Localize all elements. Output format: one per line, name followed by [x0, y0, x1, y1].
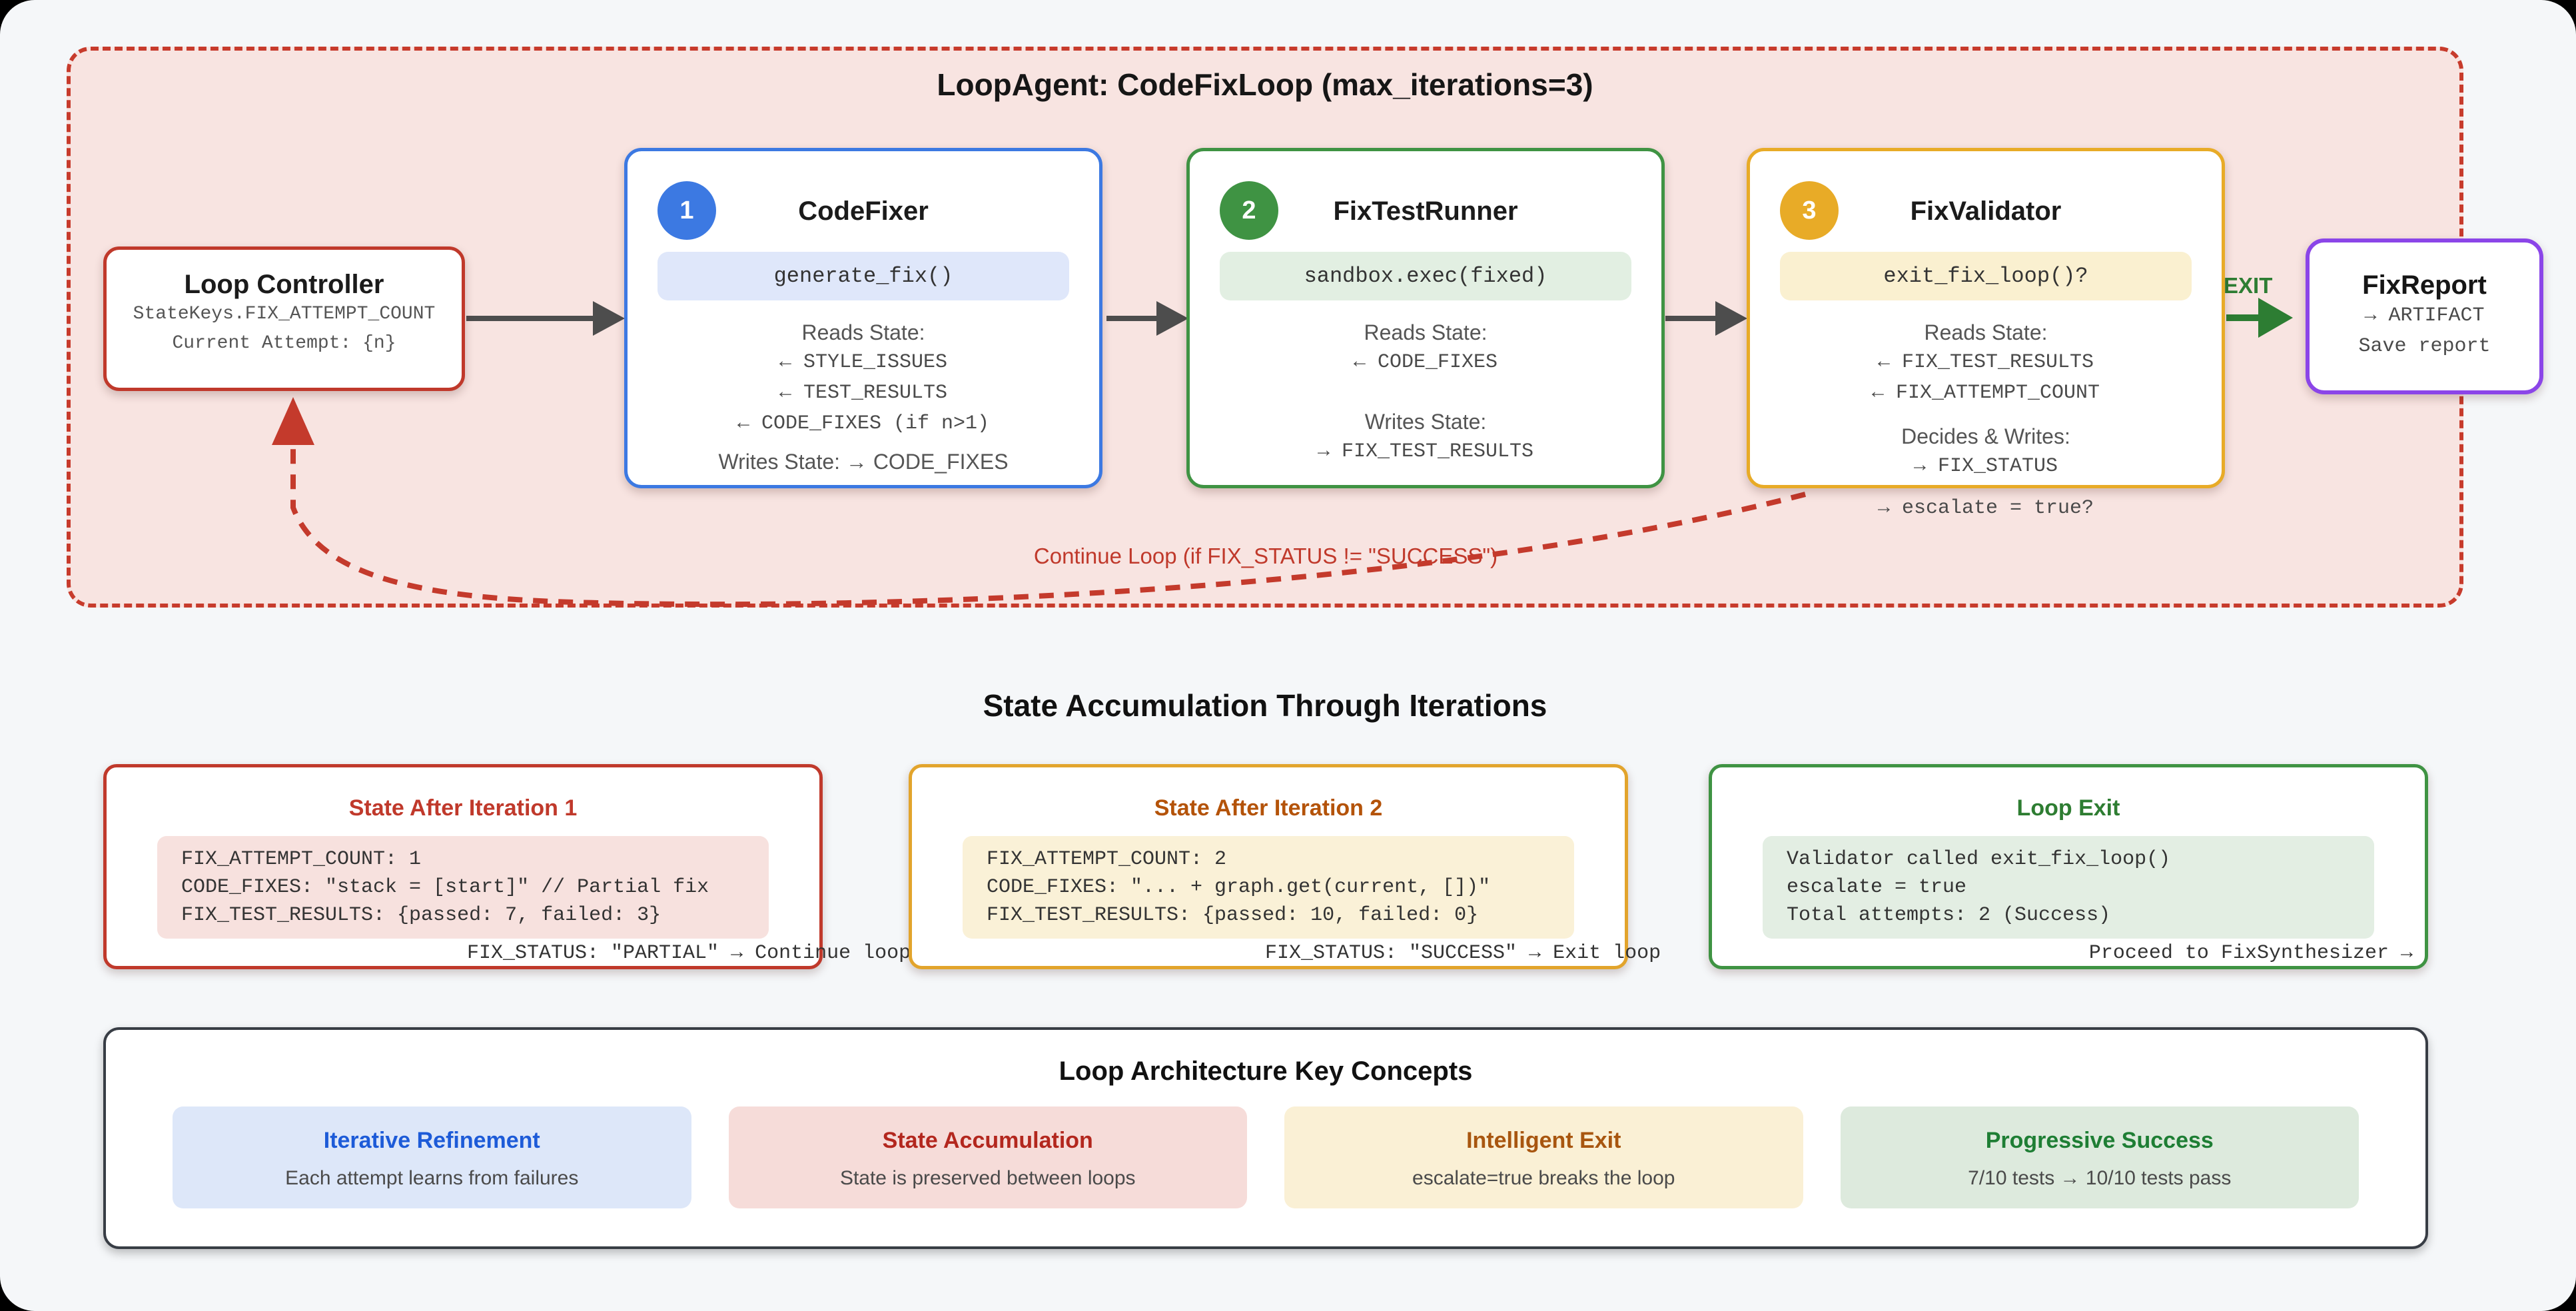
key-concepts-cards: Iterative Refinement Each attempt learns… — [106, 1087, 2425, 1208]
code-line: CODE_FIXES: "stack = [start]" // Partial… — [181, 876, 709, 899]
state-iteration-1-title: State After Iteration 1 — [348, 795, 578, 821]
loop-controller-box: Loop Controller StateKeys.FIX_ATTEMPT_CO… — [103, 246, 465, 391]
arrowhead-testrunner — [1156, 301, 1188, 336]
fixreport-save: Save report — [2358, 335, 2491, 358]
concept-card-subtitle: escalate=true breaks the loop — [1412, 1167, 1675, 1189]
fixreport-title: FixReport — [2362, 270, 2487, 300]
exit-arrowhead — [2258, 298, 2293, 338]
concept-card-subtitle: Each attempt learns from failures — [285, 1167, 579, 1189]
codefixer-reads-label: Reads State: — [801, 320, 925, 344]
state-iteration-2-status: FIX_STATUS: "SUCCESS" → Exit loop — [1265, 942, 1661, 965]
loop-exit-box: Loop Exit Validator called exit_fix_loop… — [1709, 764, 2428, 969]
codefixer-box: 1 CodeFixer generate_fix() Reads State: … — [624, 148, 1102, 488]
loop-controller-statekey: StateKeys.FIX_ATTEMPT_COUNT — [133, 304, 436, 324]
code-line: Validator called exit_fix_loop() — [1787, 848, 2171, 871]
fixvalidator-box: 3 FixValidator exit_fix_loop()? Reads St… — [1747, 148, 2225, 520]
code-line: CODE_FIXES: "... + graph.get(current, []… — [987, 876, 1491, 899]
code-line: FIX_TEST_RESULTS: {passed: 7, failed: 3} — [181, 904, 661, 927]
arrow-controller-to-codefixer — [466, 316, 594, 321]
concept-card-subtitle: 7/10 tests → 10/10 tests pass — [1968, 1167, 2232, 1189]
state-iteration-2-box: State After Iteration 2 FIX_ATTEMPT_COUN… — [909, 764, 1661, 969]
loop-controller-title: Loop Controller — [184, 270, 384, 299]
fixvalidator-read-item: ← FIX_ATTEMPT_COUNT — [1871, 382, 2100, 404]
key-concepts-heading: Loop Architecture Key Concepts — [1059, 1057, 1473, 1086]
loop-controller-attempt: Current Attempt: {n} — [172, 333, 396, 354]
continue-loop-label: Continue Loop (if FIX_STATUS != "SUCCESS… — [1033, 544, 1498, 568]
concept-card-iterative-refinement: Iterative Refinement Each attempt learns… — [173, 1106, 691, 1208]
fixtestrunner-method: sandbox.exec(fixed) — [1220, 252, 1631, 300]
state-iteration-2-title: State After Iteration 2 — [1154, 795, 1383, 821]
fixvalidator-title: FixValidator — [1910, 197, 2062, 226]
concept-card-subtitle: State is preserved between loops — [839, 1167, 1136, 1189]
step-badge-2: 2 — [1220, 181, 1278, 240]
concept-card-progressive-success: Progressive Success 7/10 tests → 10/10 t… — [1840, 1106, 2359, 1208]
fixvalidator-reads-label: Reads State: — [1924, 320, 2048, 344]
fixtestrunner-writes-label: Writes State: — [1364, 410, 1487, 434]
codefixer-read-item: ← STYLE_ISSUES — [779, 351, 948, 374]
loop-agent-title: LoopAgent: CodeFixLoop (max_iterations=3… — [937, 67, 1593, 102]
code-line: FIX_TEST_RESULTS: {passed: 10, failed: 0… — [987, 904, 1479, 927]
step-badge-1: 1 — [657, 181, 716, 240]
fixvalidator-writes-label: Decides & Writes: — [1901, 424, 2070, 448]
code-line: FIX_ATTEMPT_COUNT: 2 — [987, 848, 1227, 871]
arrowhead-codefixer — [593, 301, 625, 336]
codefixer-title: CodeFixer — [798, 197, 929, 226]
fixtestrunner-title: FixTestRunner — [1333, 197, 1518, 226]
code-line: FIX_ATTEMPT_COUNT: 1 — [181, 848, 422, 871]
concept-card-title: Intelligent Exit — [1466, 1128, 1621, 1153]
codefixer-method: generate_fix() — [657, 252, 1069, 300]
state-iteration-2-code: FIX_ATTEMPT_COUNT: 2 CODE_FIXES: "... + … — [963, 836, 1574, 939]
fixtestrunner-write-item: → FIX_TEST_RESULTS — [1317, 440, 1534, 463]
state-iteration-1-box: State After Iteration 1 FIX_ATTEMPT_COUN… — [103, 764, 911, 969]
codefixer-read-item: ← CODE_FIXES (if n>1) — [737, 412, 990, 435]
key-concepts-panel: Loop Architecture Key Concepts Iterative… — [103, 1027, 2428, 1249]
concept-card-title: Iterative Refinement — [323, 1128, 540, 1153]
loop-exit-code: Validator called exit_fix_loop() escalat… — [1763, 836, 2374, 939]
fixreport-artifact: → ARTIFACT — [2364, 304, 2485, 327]
fixvalidator-read-item: ← FIX_TEST_RESULTS — [1877, 351, 2094, 374]
fixtestrunner-read-item: ← CODE_FIXES — [1353, 351, 1498, 374]
concept-card-title: Progressive Success — [1985, 1128, 2214, 1153]
loop-exit-proceed: Proceed to FixSynthesizer → — [2088, 942, 2413, 965]
step-badge-3: 3 — [1780, 181, 1839, 240]
fixvalidator-method: exit_fix_loop()? — [1780, 252, 2192, 300]
concept-card-intelligent-exit: Intelligent Exit escalate=true breaks th… — [1284, 1106, 1803, 1208]
code-line: escalate = true — [1787, 876, 1967, 899]
fixtestrunner-box: 2 FixTestRunner sandbox.exec(fixed) Read… — [1186, 148, 1665, 488]
concept-card-state-accumulation: State Accumulation State is preserved be… — [728, 1106, 1247, 1208]
arrowhead-validator — [1715, 301, 1747, 336]
state-iteration-1-code: FIX_ATTEMPT_COUNT: 1 CODE_FIXES: "stack … — [157, 836, 769, 939]
exit-label: EXIT — [2224, 273, 2273, 298]
code-line: Total attempts: 2 (Success) — [1787, 904, 2111, 927]
state-iteration-1-status: FIX_STATUS: "PARTIAL" → Continue loop — [467, 942, 911, 965]
codefixer-read-item: ← TEST_RESULTS — [779, 382, 948, 404]
exit-arrow-line — [2226, 314, 2258, 321]
arrow-codefixer-to-testrunner — [1106, 316, 1158, 321]
loop-exit-title: Loop Exit — [2016, 795, 2120, 821]
arrow-testrunner-to-validator — [1665, 316, 1717, 321]
state-section-heading: State Accumulation Through Iterations — [983, 688, 1547, 723]
fixreport-box: FixReport → ARTIFACT Save report — [2306, 238, 2543, 394]
fixvalidator-write-item: → FIX_STATUS — [1913, 455, 2058, 478]
codefixer-writes-label: Writes State: → CODE_FIXES — [718, 450, 1009, 474]
fixtestrunner-reads-label: Reads State: — [1364, 320, 1488, 344]
concept-card-title: State Accumulation — [882, 1128, 1093, 1153]
fixvalidator-escalate-line: → escalate = true? — [1877, 497, 2094, 520]
